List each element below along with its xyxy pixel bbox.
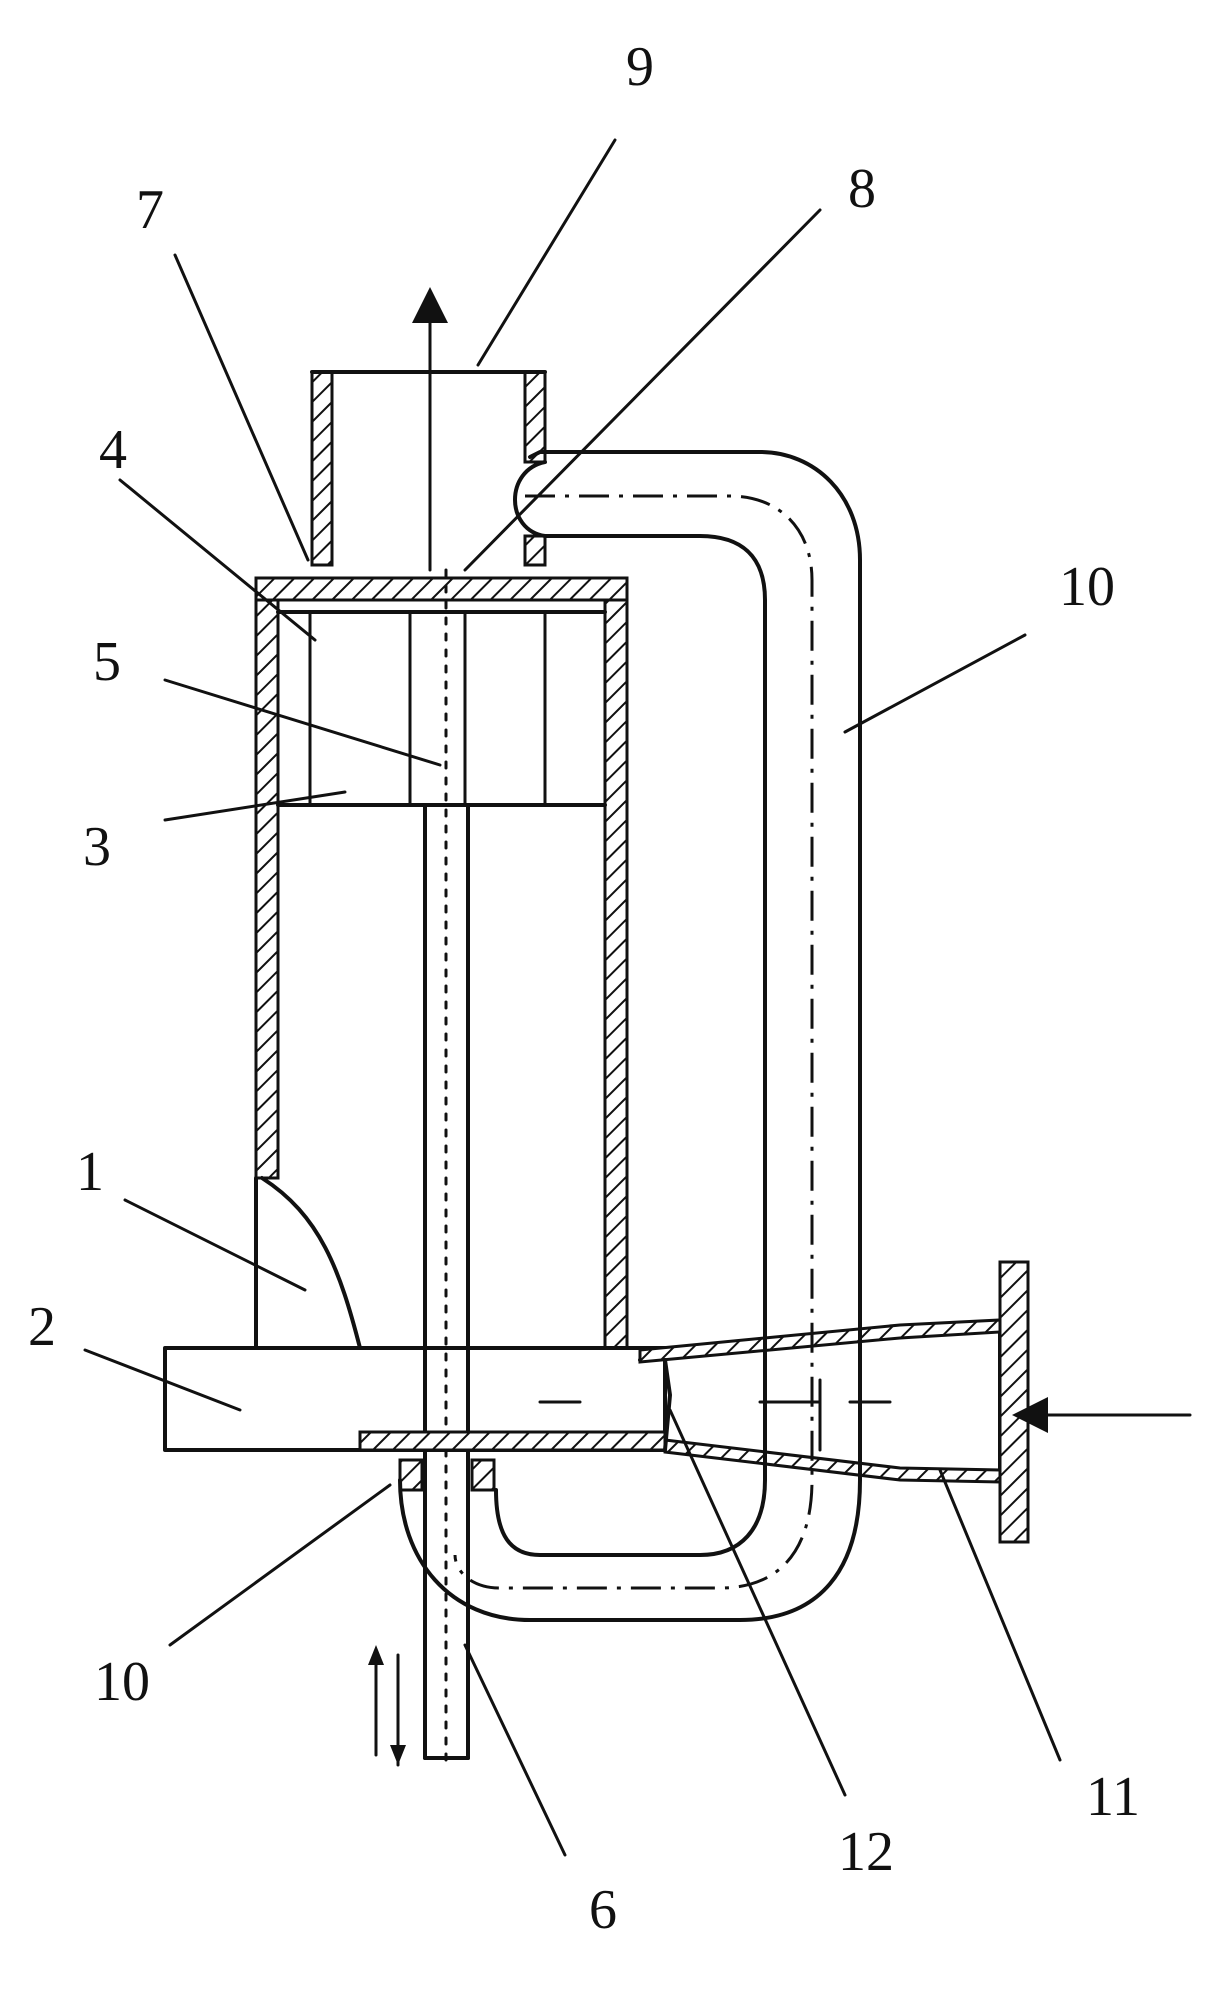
- leader-11: [938, 1468, 1062, 1762]
- leader-7: [173, 253, 310, 562]
- label-8: 8: [848, 158, 876, 220]
- label-9: 9: [626, 36, 654, 98]
- leader-4: [118, 478, 317, 642]
- label-3: 3: [83, 816, 111, 878]
- label-6: 6: [589, 1879, 617, 1941]
- leader-5: [163, 678, 442, 767]
- leader-3: [163, 790, 347, 822]
- label-1: 1: [76, 1141, 104, 1203]
- reference-numerals: 9 8 7 4 5 3 10 1 2 10 6 12 11: [28, 36, 1140, 1941]
- inlet-channel: [163, 1346, 667, 1492]
- leader-lines: [83, 138, 1062, 1857]
- label-4: 4: [99, 419, 127, 481]
- leader-10-top: [843, 633, 1027, 734]
- label-2: 2: [28, 1296, 56, 1358]
- leader-8: [463, 208, 822, 572]
- label-5: 5: [93, 631, 121, 693]
- nozzle-diffuser: [638, 1260, 1192, 1544]
- leader-2: [83, 1348, 242, 1412]
- outlet-pipe: [310, 287, 547, 572]
- central-rod: [368, 568, 470, 1772]
- leader-6: [463, 1643, 567, 1857]
- leader-12: [668, 1408, 847, 1797]
- leader-10-bottom: [168, 1483, 392, 1647]
- label-10-bottom: 10: [94, 1651, 150, 1713]
- leader-1: [123, 1198, 307, 1292]
- separator-body: [254, 576, 629, 1350]
- label-10-top: 10: [1059, 556, 1115, 618]
- label-7: 7: [136, 179, 164, 241]
- label-11: 11: [1086, 1766, 1140, 1828]
- label-12: 12: [838, 1821, 894, 1883]
- return-pipe: [398, 450, 862, 1622]
- leader-9: [476, 138, 617, 367]
